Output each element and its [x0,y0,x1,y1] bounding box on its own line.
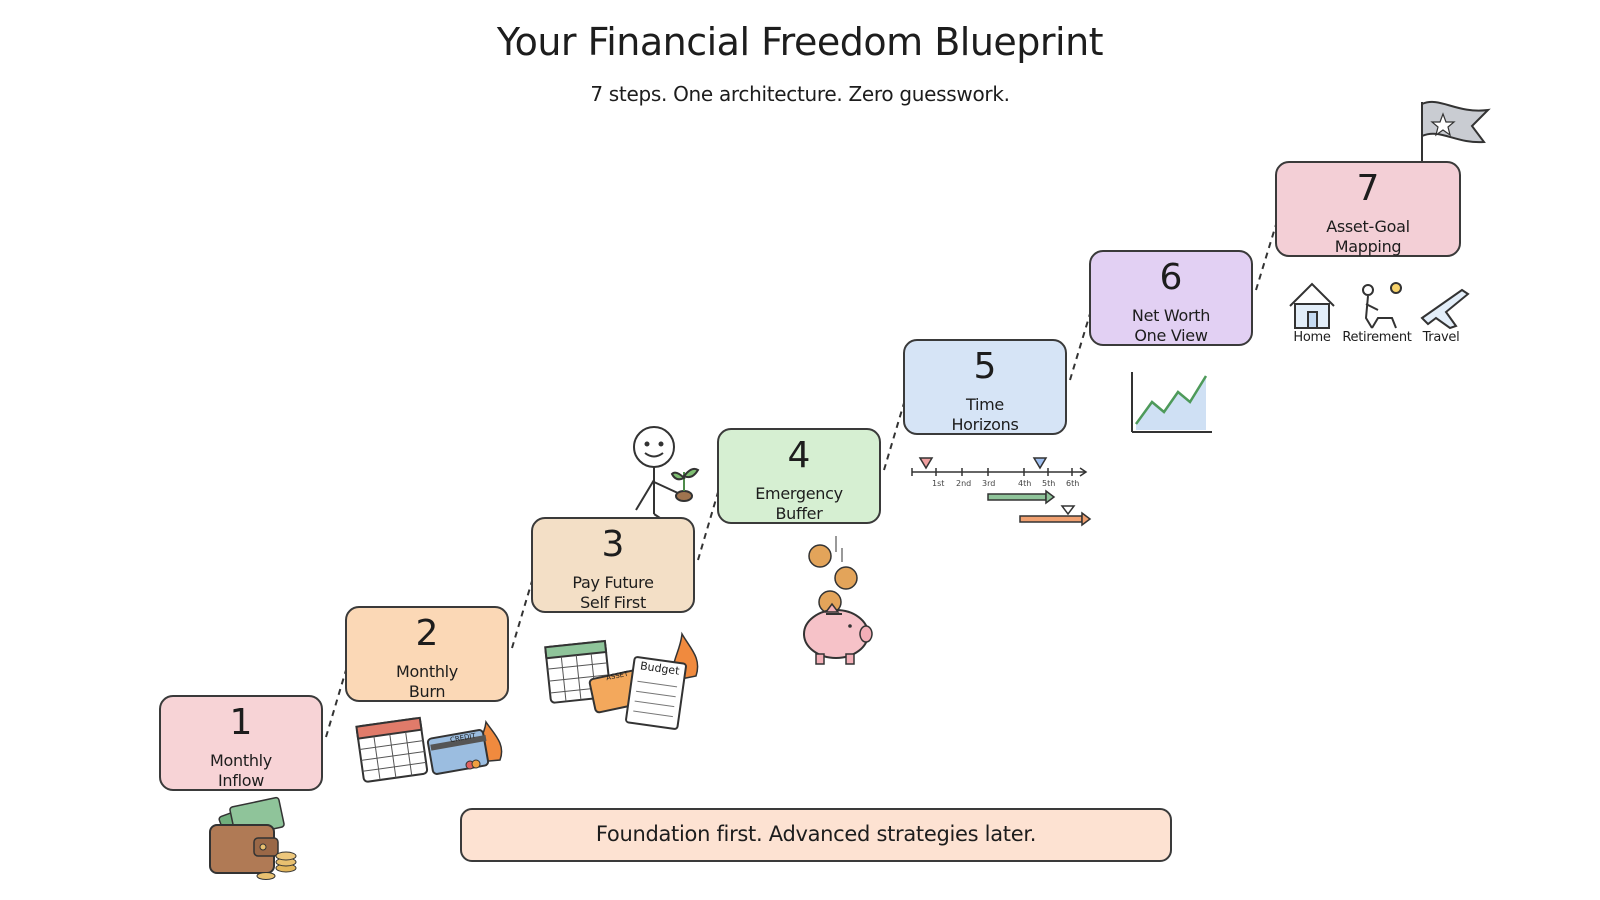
step-label: Asset-Goal Mapping [1326,217,1410,256]
connector-4-5 [883,382,911,471]
step-number: 3 [601,524,625,565]
timeline-tick: 3rd [982,479,996,488]
connector-5-6 [1069,293,1097,381]
timeline-tick: 2nd [956,479,972,488]
footer-banner: Foundation first. Advanced strategies la… [460,808,1172,862]
goal-label-home: Home [1293,330,1331,345]
step-label: Time Horizons [951,395,1019,434]
step-label: Monthly Burn [396,662,458,701]
step-card-7: 7 Asset-Goal Mapping [1275,161,1461,257]
step-label: Emergency Buffer [755,484,843,523]
page-subtitle: 7 steps. One architecture. Zero guesswor… [590,82,1010,106]
home-icon [1289,282,1335,329]
step-label: Monthly Inflow [210,751,272,790]
timeline-tick: 6th [1066,479,1080,488]
connector-6-7 [1255,204,1283,291]
calendar-card-budget-fire-icon [544,631,699,730]
airplane-icon [1420,288,1470,330]
timeline-tick: 4th [1018,479,1032,488]
timeline-tick: 1st [932,479,945,488]
calendar-credit-card-fire-icon [355,716,503,783]
timeline-tick: 5th [1042,479,1056,488]
step-card-1: 1 Monthly Inflow [159,695,323,791]
step-number: 1 [229,702,253,743]
flag-star-icon [1421,100,1491,162]
growth-chart-icon [1131,372,1212,433]
step-card-6: 6 Net Worth One View [1089,250,1253,346]
step-card-2: 2 Monthly Burn [345,606,509,702]
step-label: Pay Future Self First [572,573,654,612]
step-card-5: 5 Time Horizons [903,339,1067,435]
retirement-icon [1362,282,1402,329]
step-card-3: 3 Pay Future Self First [531,517,695,613]
timeline-icon [911,457,1092,527]
wallet-cash-coins-icon [209,796,297,880]
step-number: 5 [973,346,997,387]
connector-3-4 [697,471,725,561]
connector-2-3 [511,560,539,649]
step-connectors [325,204,1283,738]
goal-label-retirement: Retirement [1342,330,1412,345]
step-number: 4 [787,435,811,476]
page-title: Your Financial Freedom Blueprint [496,20,1104,64]
connector-1-2 [325,649,353,738]
piggy-bank-coins-icon [803,536,873,665]
step-number: 2 [415,613,439,654]
step-number: 7 [1356,168,1380,209]
step-label: Net Worth One View [1131,306,1211,345]
step-card-4: 4 Emergency Buffer [717,428,881,524]
goal-label-travel: Travel [1422,330,1460,345]
step-number: 6 [1159,257,1183,298]
